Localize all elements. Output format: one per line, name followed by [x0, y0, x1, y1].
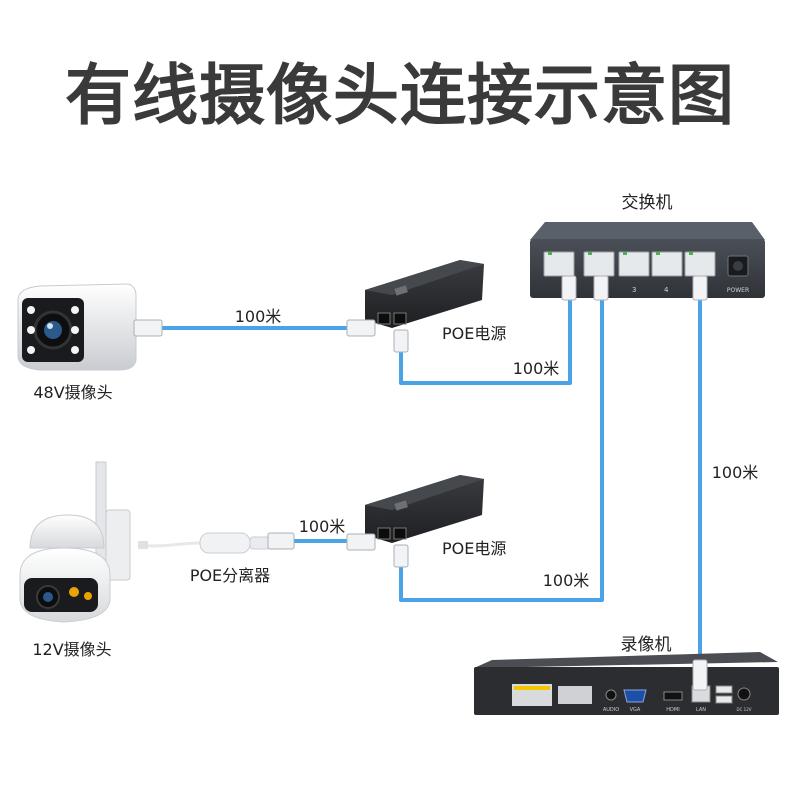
switch-port[interactable]	[685, 252, 715, 276]
nvr-audio-label: AUDIO	[603, 707, 619, 713]
nvr-usb-port[interactable]	[716, 686, 732, 693]
switch-port-3-label: 3	[632, 286, 636, 294]
cable-label-switch-nvr: 100米	[712, 463, 759, 482]
camera-48v: 48V摄像头	[18, 284, 162, 402]
switch-port[interactable]	[544, 252, 574, 276]
nvr-recorder: 录像机 AUDIO VGA HDMI LAN DC 12V	[474, 635, 779, 715]
nvr-dc-label: DC 12V	[737, 707, 752, 712]
poe-port-out[interactable]	[394, 528, 406, 539]
switch-port[interactable]	[619, 252, 649, 276]
switch-ports	[544, 252, 715, 276]
poe-power-1-label: POE电源	[442, 324, 506, 343]
rj45-connector	[347, 320, 375, 336]
rj45-connector	[394, 330, 408, 352]
nvr-dc-port[interactable]	[738, 688, 750, 700]
rj45-connector	[134, 320, 162, 336]
poe-splitter: POE分离器	[138, 533, 294, 585]
camera-48v-label: 48V摄像头	[33, 383, 112, 402]
nvr-lan-label: LAN	[696, 707, 706, 713]
network-switch: 交换机 3 4 POWER	[530, 193, 765, 300]
nvr-usb-port[interactable]	[716, 696, 732, 703]
switch-power-label: POWER	[727, 287, 749, 294]
cable-label-poe2-switch: 100米	[543, 571, 590, 590]
poe-port-in[interactable]	[378, 313, 390, 324]
poe-port-in[interactable]	[378, 528, 390, 539]
switch-port-4-label: 4	[664, 286, 669, 294]
rj45-connector	[268, 533, 294, 549]
poe-power-2: POE电源	[347, 475, 506, 567]
nvr-vga-port[interactable]	[624, 690, 646, 702]
nvr-vga-label: VGA	[630, 707, 641, 713]
poe-power-2-label: POE电源	[442, 539, 506, 558]
switch-label: 交换机	[622, 193, 673, 213]
rj45-connector	[394, 545, 408, 567]
cable-label-cam48-poe: 100米	[235, 307, 282, 326]
rj45-connector	[347, 534, 375, 550]
camera-12v-label: 12V摄像头	[32, 640, 111, 659]
cable-label-poe1-switch: 100米	[513, 359, 560, 378]
nvr-hdmi-label: HDMI	[666, 707, 679, 713]
poe-splitter-label: POE分离器	[190, 566, 270, 585]
poe-port-out[interactable]	[394, 313, 406, 324]
camera-12v: 12V摄像头	[20, 462, 130, 659]
switch-port[interactable]	[652, 252, 682, 276]
cable-group	[138, 300, 700, 660]
nvr-hdmi-port[interactable]	[664, 692, 682, 700]
cable-label-splitter-poe2: 100米	[299, 517, 346, 536]
nvr-audio-port[interactable]	[606, 690, 616, 700]
switch-port[interactable]	[584, 252, 614, 276]
nvr-label: 录像机	[621, 635, 672, 655]
rj45-connector	[693, 660, 707, 690]
poe-power-1: POE电源	[347, 260, 506, 352]
